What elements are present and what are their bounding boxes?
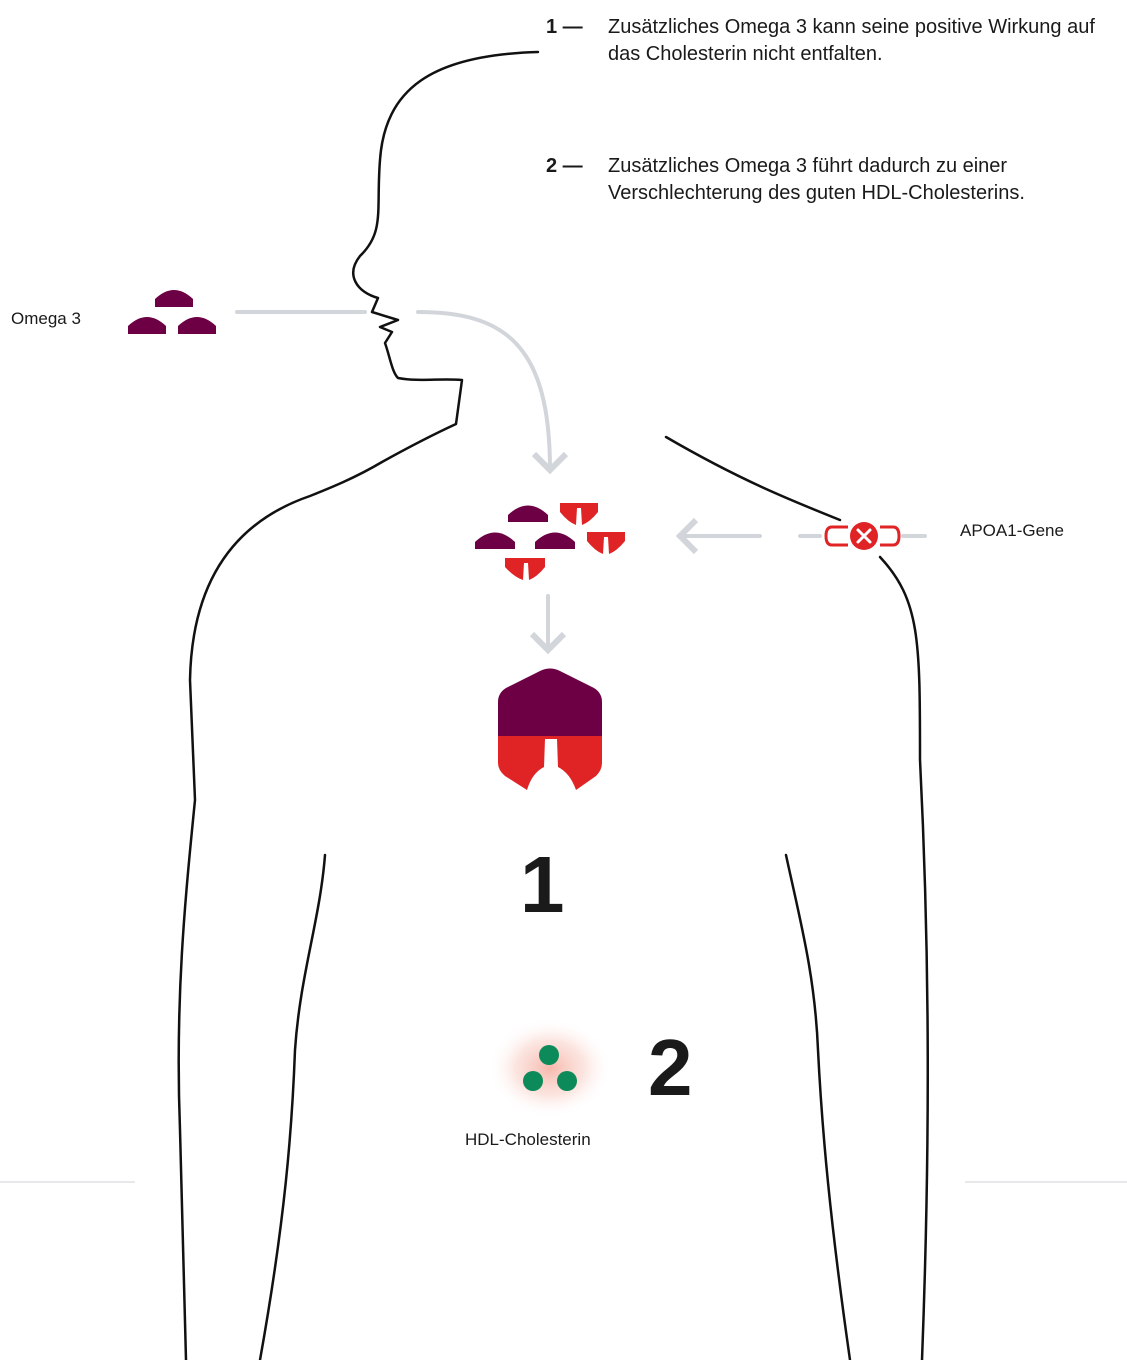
- note-1-number: 1 —: [546, 14, 608, 68]
- omega3-label: Omega 3: [11, 308, 81, 330]
- marker-2: 2: [648, 1028, 693, 1108]
- marker-1: 1: [520, 845, 565, 925]
- omega3-molecules: [475, 506, 575, 550]
- note-2-text: Zusätzliches Omega 3 führt dadurch zu ei…: [608, 153, 1123, 207]
- omega3-icon: [128, 290, 216, 334]
- note-1-text: Zusätzliches Omega 3 kann seine positive…: [608, 14, 1123, 68]
- combined-molecule-icon: [498, 669, 602, 791]
- flow-arrows: [237, 312, 925, 650]
- note-1: 1 — Zusätzliches Omega 3 kann seine posi…: [546, 14, 1123, 68]
- swallow-arrow: [418, 312, 550, 470]
- hdl-cholesterol-label: HDL-Cholesterin: [465, 1129, 591, 1151]
- note-2-number: 2 —: [546, 153, 608, 207]
- hdl-glow: [488, 1018, 612, 1118]
- apoa1-gene-icon: [826, 522, 899, 550]
- note-2: 2 — Zusätzliches Omega 3 führt dadurch z…: [546, 153, 1123, 207]
- apoa1-gene-label: APOA1-Gene: [960, 520, 1064, 542]
